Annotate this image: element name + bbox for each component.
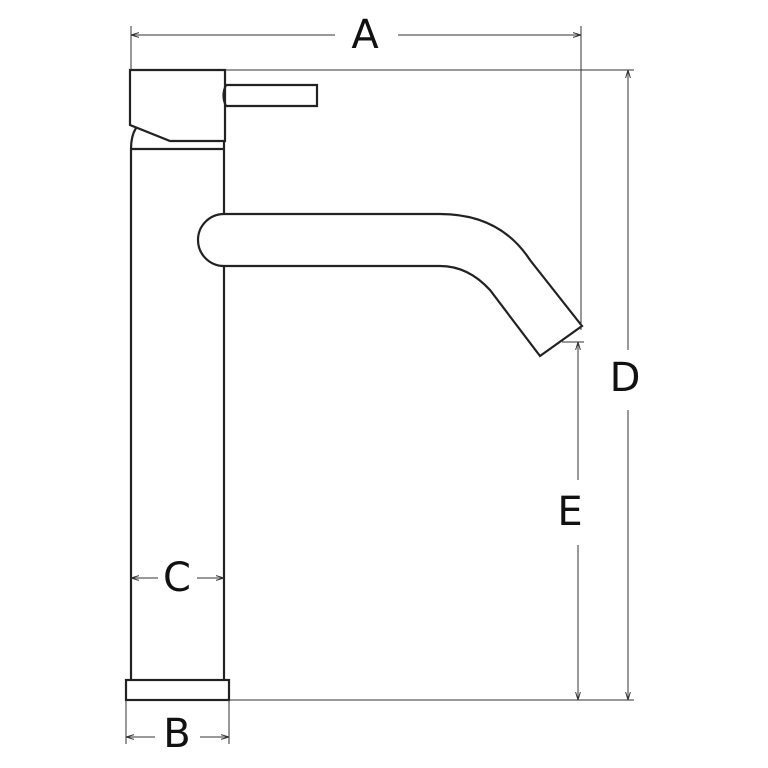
label-e: E bbox=[557, 489, 582, 535]
faucet-base bbox=[124, 678, 231, 702]
label-c: C bbox=[163, 555, 191, 601]
faucet-outline bbox=[124, 68, 584, 702]
dimension-lines bbox=[125, 26, 634, 744]
handle-body bbox=[128, 68, 227, 143]
label-b: B bbox=[163, 711, 190, 757]
lever bbox=[222, 83, 319, 108]
handle-collar-arc bbox=[129, 127, 137, 150]
spout bbox=[196, 212, 584, 358]
label-a: A bbox=[351, 12, 379, 58]
label-d: D bbox=[610, 355, 641, 401]
faucet-body bbox=[129, 141, 226, 680]
